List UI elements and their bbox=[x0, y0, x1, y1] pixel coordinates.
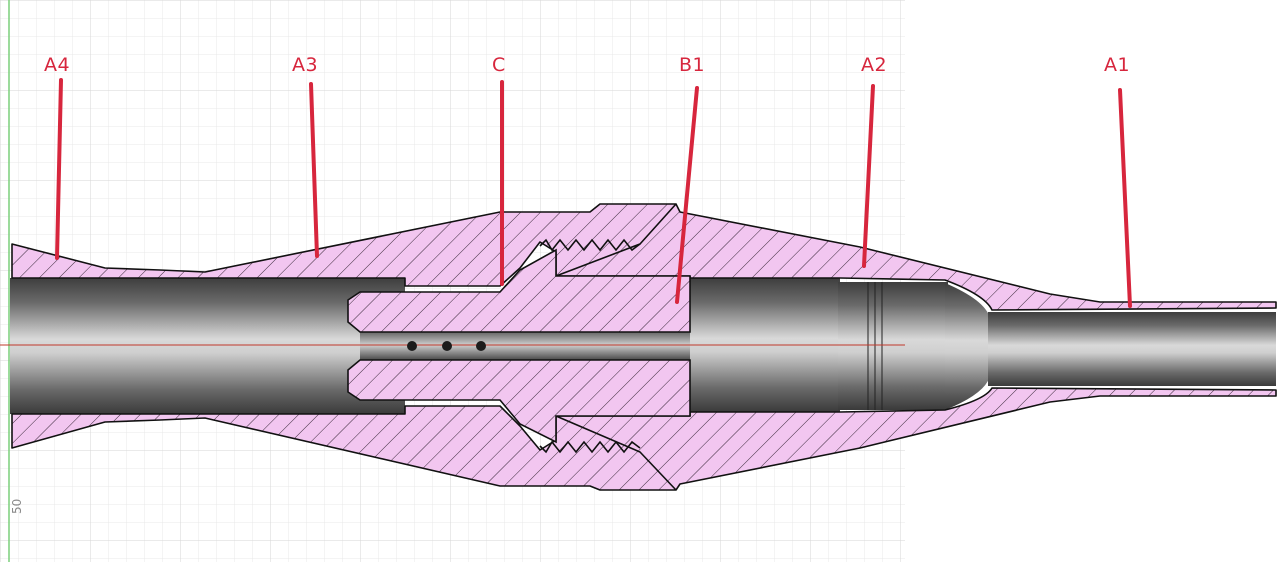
label-b1: B1 bbox=[679, 54, 706, 76]
a2-taper-interior bbox=[945, 283, 990, 410]
callout-line-a2 bbox=[862, 84, 875, 268]
label-a2: A2 bbox=[861, 54, 888, 76]
callout-line-a1 bbox=[1118, 88, 1132, 308]
c-insert bbox=[347, 248, 691, 333]
callout-lines bbox=[55, 78, 1132, 308]
a2-grooved-interior bbox=[838, 282, 948, 410]
thread-top bbox=[539, 238, 641, 252]
label-c: C bbox=[492, 54, 506, 76]
callout-line-b1 bbox=[675, 86, 699, 304]
hole bbox=[442, 341, 452, 351]
callout-line-a3 bbox=[309, 82, 319, 258]
a1-tube-interior bbox=[988, 312, 1276, 386]
ruler-value: 50 bbox=[10, 498, 24, 514]
tube-left-interior bbox=[10, 278, 405, 414]
callout-line-a4 bbox=[55, 78, 63, 260]
label-a1: A1 bbox=[1104, 54, 1131, 76]
thread-bottom bbox=[539, 440, 641, 454]
label-a4: A4 bbox=[44, 54, 71, 76]
hole bbox=[407, 341, 417, 351]
hole bbox=[476, 341, 486, 351]
label-a3: A3 bbox=[292, 54, 319, 76]
c-insert-bottom bbox=[347, 359, 691, 444]
